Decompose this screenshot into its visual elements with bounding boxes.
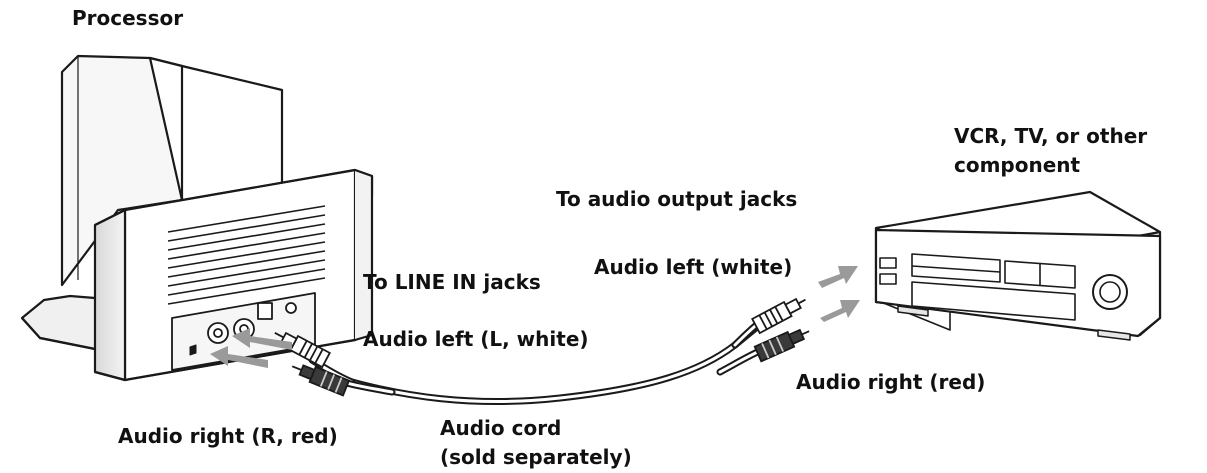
component-label-line1: VCR, TV, or other xyxy=(954,124,1148,148)
processor-label: Processor xyxy=(72,6,184,30)
arrow-icon xyxy=(210,346,268,368)
av-component-unit xyxy=(874,190,1162,341)
rca-plugs-component xyxy=(751,297,810,363)
rca-plugs-processor xyxy=(274,331,351,397)
audio-cord-label-line2: (sold separately) xyxy=(440,445,632,469)
audio-left-white-label: Audio left (white) xyxy=(594,255,793,279)
arrow-icon xyxy=(820,300,860,322)
audio-cord-label-line1: Audio cord xyxy=(440,416,562,440)
audio-output-jacks-label: To audio output jacks xyxy=(556,187,798,211)
arrow-icon xyxy=(232,328,292,350)
direction-arrows xyxy=(210,266,860,368)
audio-left-l-white-label: Audio left (L, white) xyxy=(363,327,589,351)
audio-right-red-label: Audio right (red) xyxy=(796,370,986,394)
arrow-icon xyxy=(818,266,858,288)
audio-right-r-red-label: Audio right (R, red) xyxy=(118,424,338,448)
line-in-jacks-label: To LINE IN jacks xyxy=(363,270,541,294)
component-label-line2: component xyxy=(954,153,1081,177)
processor-unit xyxy=(20,54,374,382)
